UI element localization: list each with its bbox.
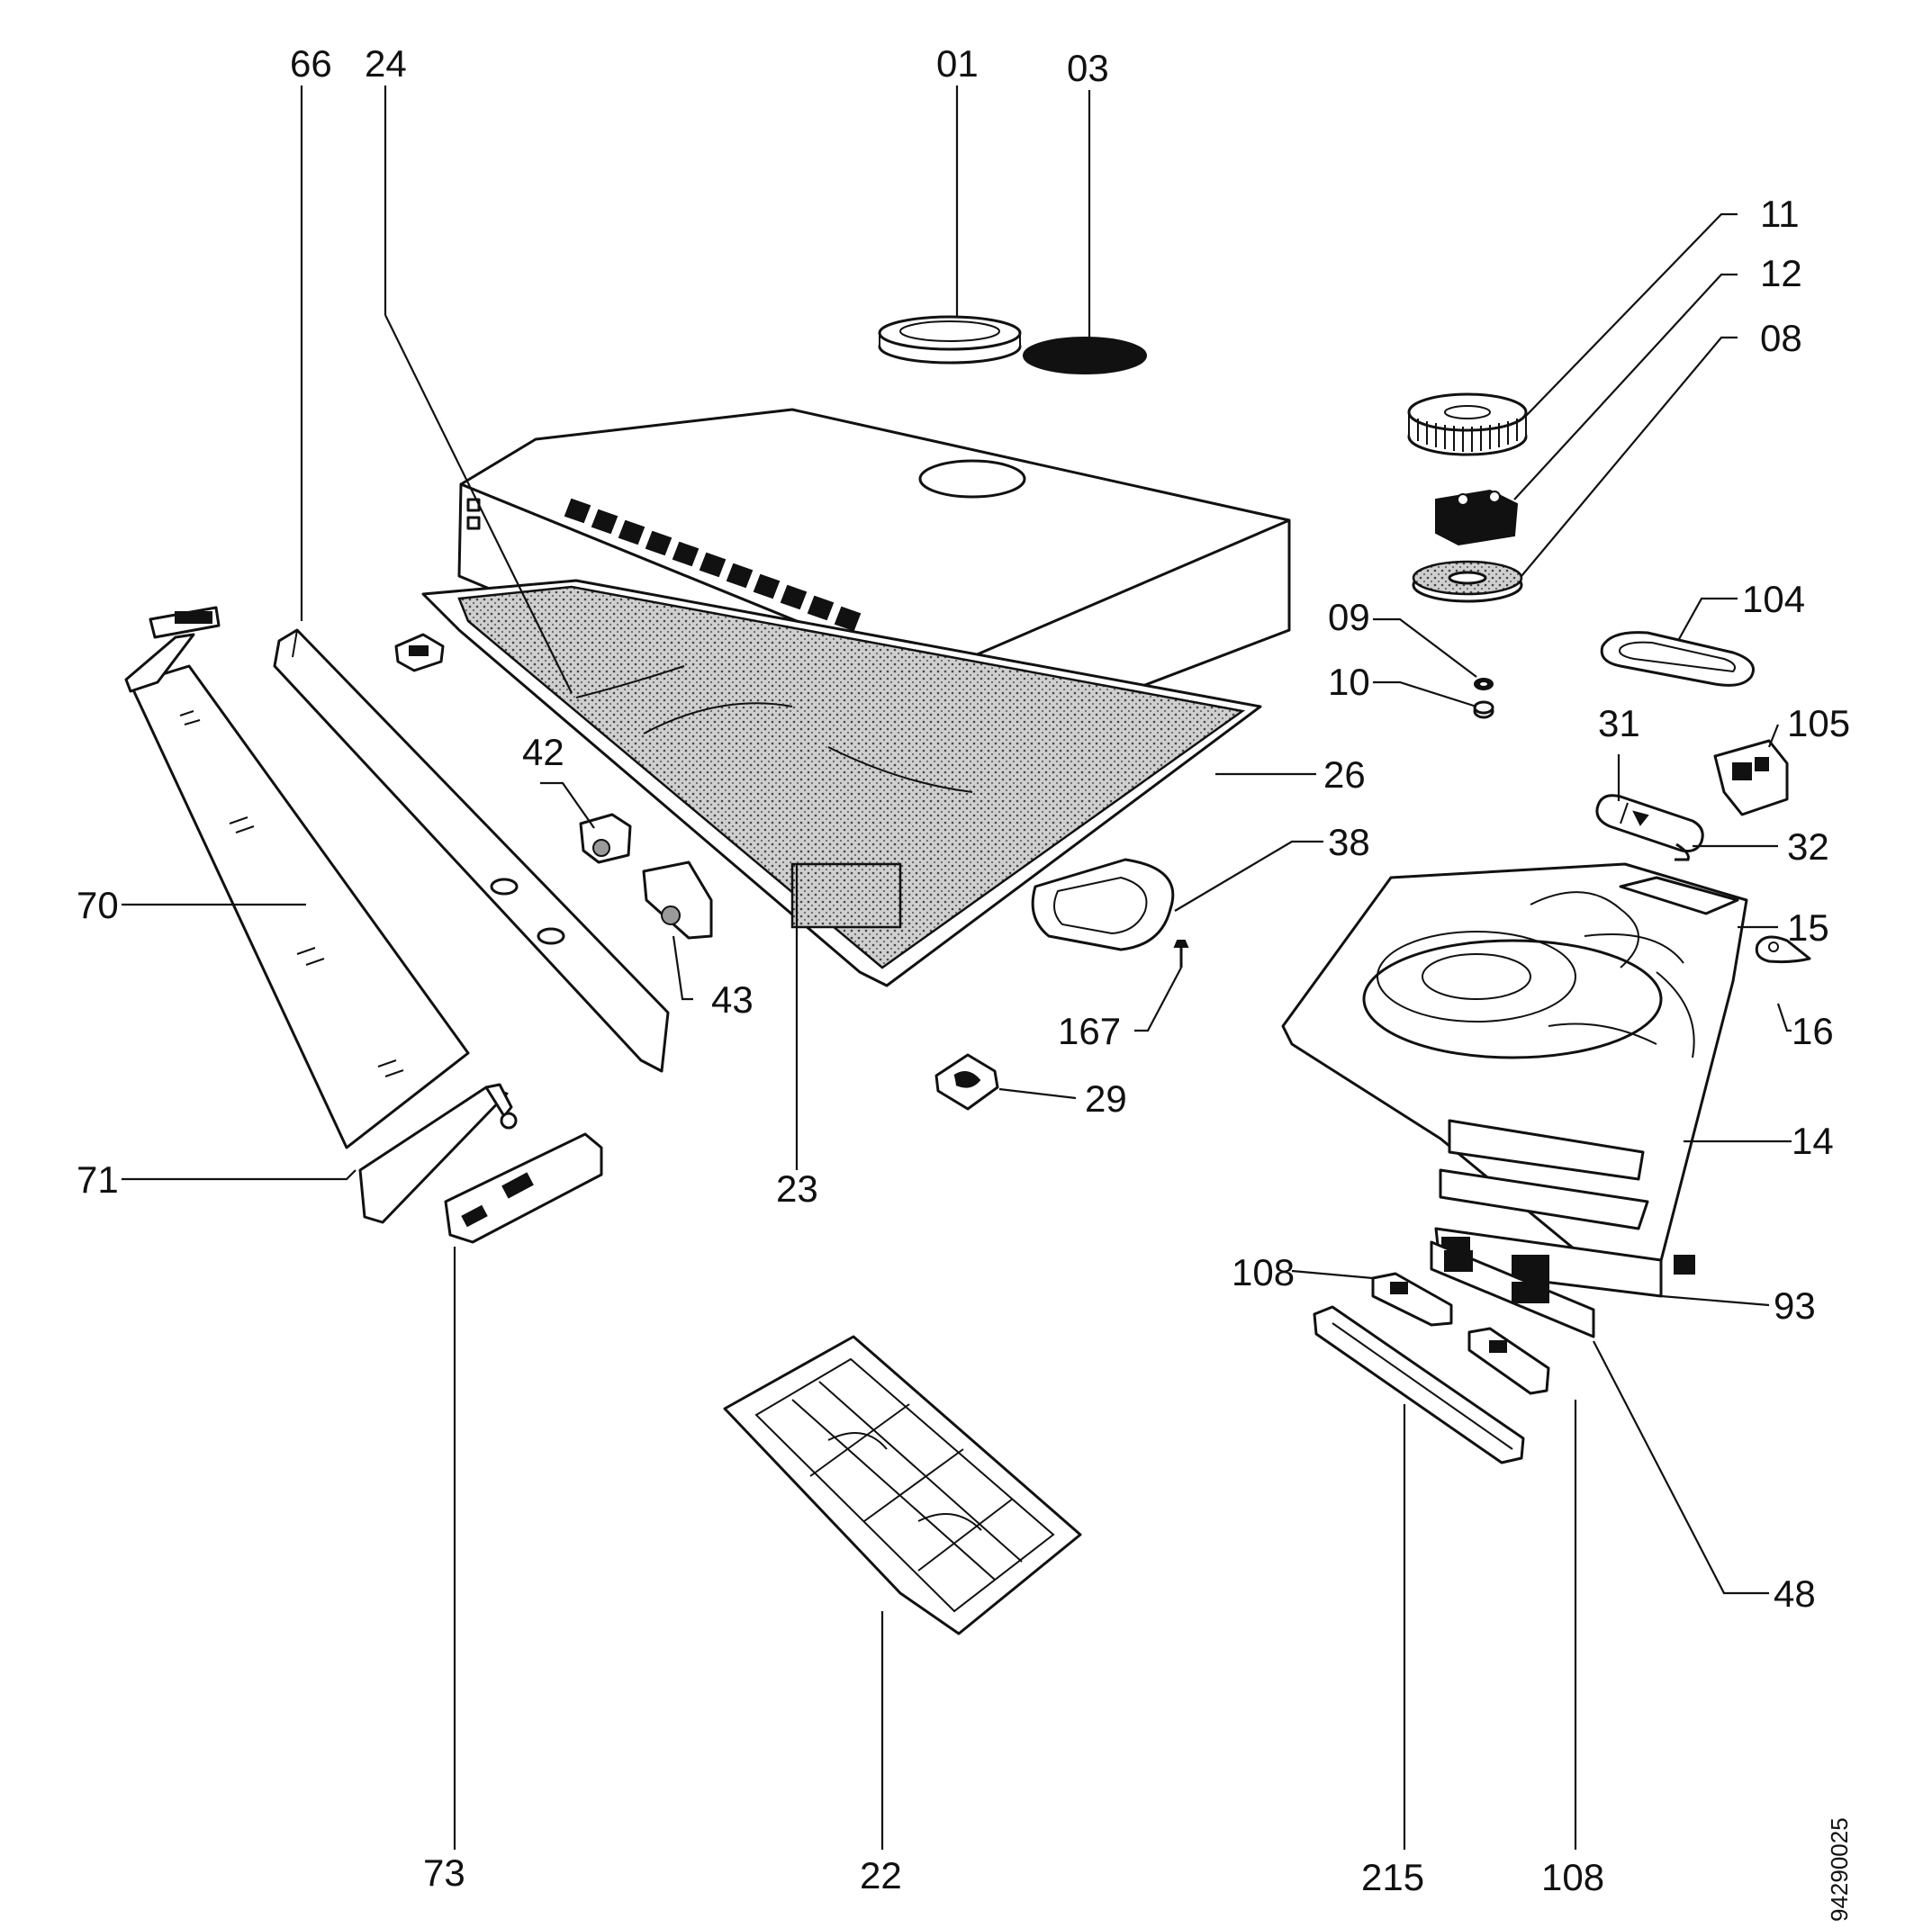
- label-71: 71: [77, 1158, 119, 1201]
- label-22: 22: [860, 1854, 902, 1896]
- label-08: 08: [1760, 317, 1802, 359]
- part-09-washer: [1474, 678, 1494, 690]
- leader-lines: [122, 86, 1792, 1850]
- label-24: 24: [365, 42, 407, 85]
- label-31: 31: [1598, 702, 1640, 744]
- part-16-lamp-cover: [1755, 935, 1811, 964]
- filter-mesh-grid: [790, 862, 902, 929]
- label-14: 14: [1792, 1120, 1834, 1162]
- label-15: 15: [1787, 906, 1829, 949]
- label-48: 48: [1774, 1572, 1816, 1615]
- part-31-bulb: [1595, 794, 1704, 852]
- part-32-socket-clip: [1675, 842, 1690, 861]
- label-32: 32: [1787, 825, 1829, 868]
- part-71-glass-bracket: [358, 1083, 518, 1224]
- part-labels: 66 24 01 03 11 12 08 09 104 10 31 105 26…: [77, 42, 1850, 1898]
- part-small-connector: [1674, 1255, 1695, 1275]
- label-66: 66: [290, 42, 332, 85]
- part-08-fan-wheel: [1412, 560, 1523, 603]
- part-26-grease-filter: [421, 579, 1262, 987]
- label-108-upper: 108: [1232, 1251, 1295, 1293]
- label-26: 26: [1323, 753, 1366, 796]
- part-22-charcoal-filter-tray: [723, 1335, 1082, 1635]
- label-23: 23: [776, 1167, 818, 1210]
- label-12: 12: [1760, 252, 1802, 294]
- part-12-motor: [1435, 489, 1519, 546]
- part-11-round-filter: [1407, 392, 1528, 456]
- part-10-washer: [1473, 700, 1494, 719]
- label-105: 105: [1787, 702, 1850, 744]
- label-03: 03: [1067, 47, 1109, 89]
- part-filter-clip: [394, 633, 445, 672]
- label-70: 70: [77, 884, 119, 926]
- part-01-outlet-collar: [878, 315, 1022, 365]
- label-01: 01: [936, 42, 979, 85]
- part-105-lamp-holder: [1713, 739, 1789, 816]
- label-09: 09: [1328, 596, 1370, 638]
- label-42: 42: [522, 731, 564, 773]
- label-73: 73: [423, 1851, 465, 1894]
- vent-slots: [564, 498, 862, 632]
- part-73-control-block: [444, 1132, 603, 1244]
- part-167-screw: [1173, 940, 1189, 968]
- label-10: 10: [1328, 661, 1370, 703]
- part-66-front-trim: [273, 628, 670, 1073]
- label-11: 11: [1760, 193, 1800, 235]
- part-38-light-diffuser: [1031, 858, 1175, 951]
- label-215: 215: [1361, 1856, 1424, 1898]
- label-108-lower: 108: [1541, 1856, 1604, 1898]
- part-glass-bracket-top: [124, 606, 221, 693]
- part-03-cover-disc: [1023, 337, 1147, 374]
- label-29: 29: [1085, 1077, 1127, 1120]
- part-14-fan-housing: [1281, 862, 1748, 1289]
- label-93: 93: [1774, 1284, 1816, 1327]
- part-108-clip-upper: [1371, 1272, 1453, 1327]
- part-48-pcb: [1430, 1240, 1595, 1338]
- part-29-clip: [934, 1053, 999, 1111]
- label-167: 167: [1058, 1010, 1121, 1052]
- label-104: 104: [1742, 578, 1805, 620]
- part-104-gasket: [1600, 631, 1755, 687]
- part-43-switch: [642, 860, 713, 940]
- part-70-glass-panel: [129, 664, 470, 1149]
- part-42-switch: [579, 813, 632, 864]
- document-number: 94290025: [1826, 1817, 1853, 1922]
- label-43: 43: [711, 978, 754, 1021]
- label-38: 38: [1328, 821, 1370, 863]
- part-215-rail: [1313, 1305, 1525, 1464]
- part-108-clip-lower: [1467, 1327, 1550, 1395]
- label-16: 16: [1792, 1010, 1834, 1052]
